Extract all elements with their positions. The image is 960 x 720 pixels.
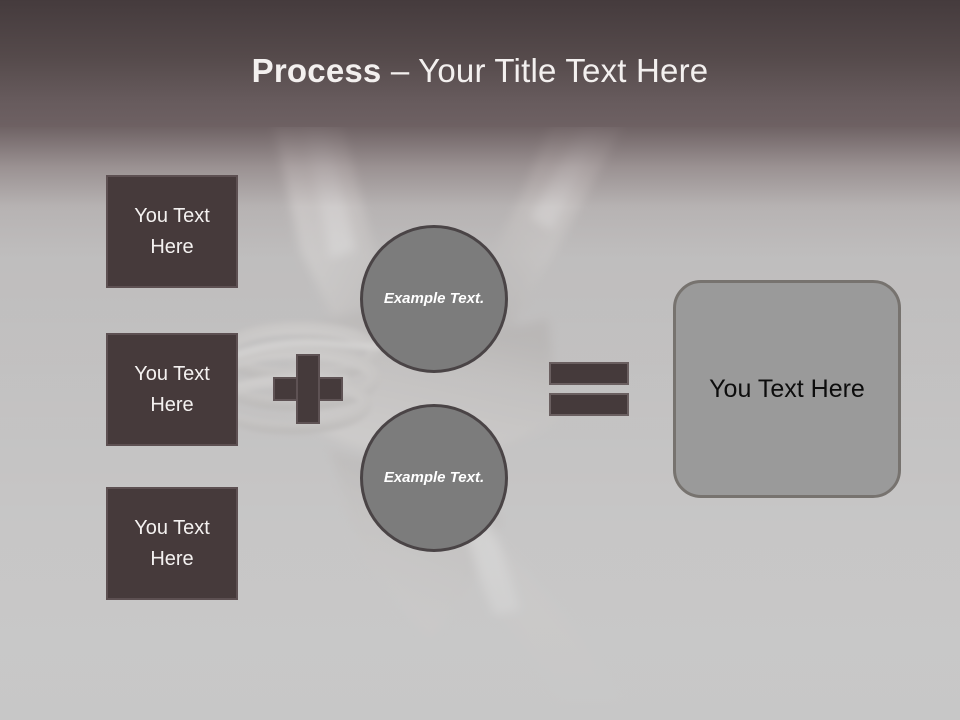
input-box-2-label: You Text Here [134,362,210,416]
example-circle-2-label: Example Text. [383,469,485,486]
input-box-1-label: You Text Here [134,204,210,258]
equals-bottom-bar [549,393,629,416]
result-box[interactable]: You Text Here [673,280,901,498]
example-circle-2[interactable]: Example Text. [360,404,508,552]
input-box-3[interactable]: You Text Here [106,487,238,600]
equals-top-bar [549,362,629,385]
input-box-2[interactable]: You Text Here [106,333,238,446]
plus-center-patch [299,380,317,398]
page-title: Process – Your Title Text Here [0,50,960,92]
plus-operator-icon [273,354,343,424]
page-title-rest: – Your Title Text Here [381,52,709,89]
example-circle-1[interactable]: Example Text. [360,225,508,373]
equals-operator-icon [549,362,629,416]
page-title-bold: Process [251,52,382,89]
input-box-1[interactable]: You Text Here [106,175,238,288]
example-circle-1-label: Example Text. [383,290,485,307]
input-box-3-label: You Text Here [134,516,210,570]
title-band [0,0,960,127]
result-box-label: You Text Here [709,375,865,403]
